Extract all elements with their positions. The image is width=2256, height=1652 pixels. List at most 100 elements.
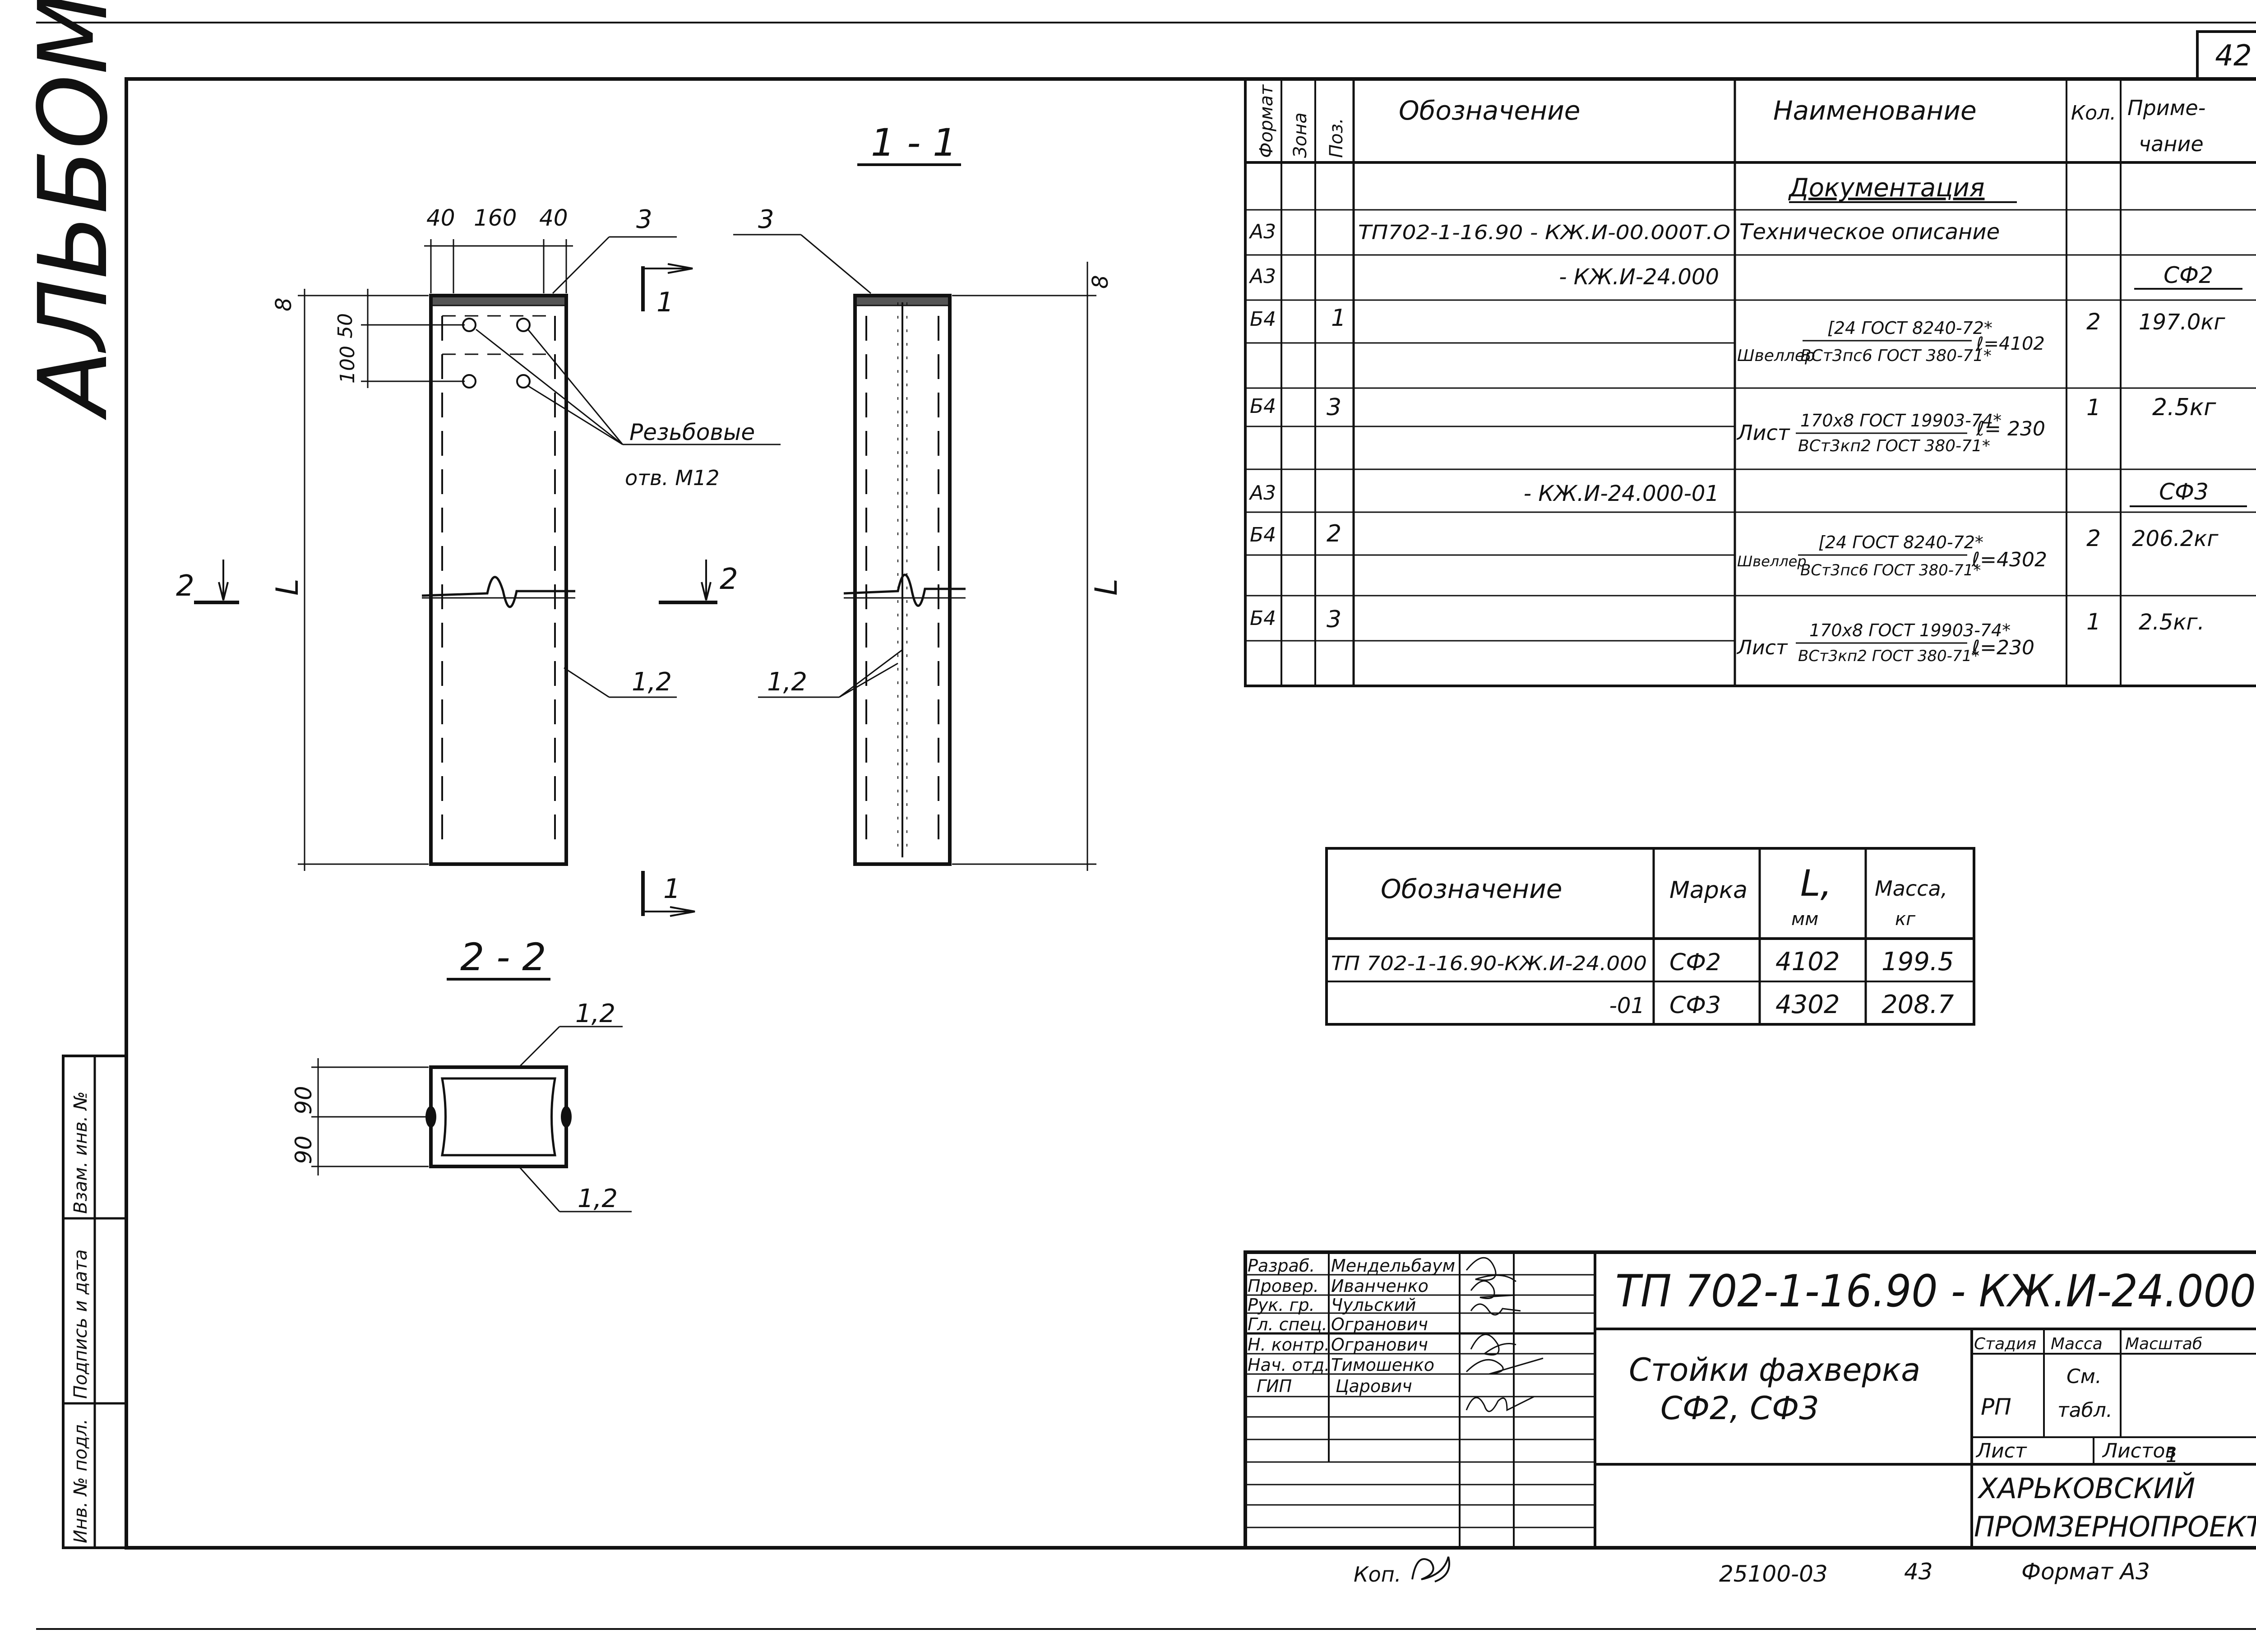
callout-plate-right: 3 (758, 205, 774, 234)
spec-header-format: Формат (1256, 84, 1277, 158)
copied-label: Коп. (1354, 1562, 1401, 1587)
spec-row-name-bottom: ВСт3кп2 ГОСТ 380-71* (1798, 437, 1990, 455)
spec-row-format: Б4 (1250, 523, 1276, 546)
sheets-label: Листов (2102, 1439, 2177, 1462)
spec-row-name-bottom: ВСт3пс6 ГОСТ 380-71* (1800, 347, 1992, 365)
spec-header-designation: Обозначение (1399, 95, 1580, 126)
scale-label: Масштаб (2125, 1335, 2202, 1353)
callout-channel-front: 1,2 (632, 667, 672, 697)
mark-row-length: 4102 (1775, 947, 1840, 976)
section-2-2-title: 2 - 2 (460, 935, 546, 979)
role-label: Н. контр. (1248, 1335, 1330, 1355)
spec-row-name-length: ℓ=4302 (1971, 548, 2047, 571)
role-name: Огранович (1331, 1335, 1428, 1355)
role-name: Чульский (1331, 1295, 1416, 1315)
mark-header-mass-unit: кг (1895, 909, 1916, 930)
threaded-holes-size: отв. М12 (625, 466, 720, 490)
stamp-inv-podl: Инв. № подл. (70, 1419, 91, 1543)
spec-row-name-label: Лист (1736, 421, 1790, 445)
sheet-number: 42 (2215, 39, 2251, 73)
spec-row-note: СФ3 (2159, 479, 2209, 505)
left-stamp: Инв. № подл. Подпись и дата Взам. инв. № (62, 1055, 128, 1549)
mass-value-2: табл. (2057, 1399, 2113, 1422)
role-name: Огранович (1331, 1314, 1428, 1334)
role-label: Разраб. (1248, 1256, 1315, 1276)
dim-length-right: L (1089, 578, 1124, 596)
stamp-signature-date: Подпись и дата (70, 1249, 91, 1399)
spec-row-qty: 2 (2086, 309, 2101, 335)
spec-row-qty: 1 (2086, 394, 2101, 421)
spec-row-note: 197.0кг (2139, 310, 2225, 335)
dim-side-50: 50 (334, 313, 357, 338)
dim-side-100: 100 (336, 346, 359, 384)
spec-row-format: Б4 (1250, 395, 1276, 418)
page-number: 43 (1904, 1559, 1933, 1585)
title-block: Разраб. Мендельбаум Провер. Иванченко Ру… (1244, 1250, 2256, 1550)
stamp-vzam-inv: Взам. инв. № (70, 1091, 91, 1214)
mass-value-1: См. (2066, 1365, 2102, 1388)
cut-2-right: 2 (720, 563, 738, 596)
spec-row-format: А3 (1248, 265, 1276, 288)
stage-value: РП (1981, 1394, 2011, 1420)
section-1-1-view: 1 - 1 8 L 3 1,2 (733, 120, 1124, 871)
spec-row-note: СФ2 (2164, 262, 2213, 288)
spec-row-designation: - КЖ.И-24.000 (1559, 264, 1719, 290)
spec-row-name-label: Швеллер (1737, 347, 1815, 365)
role-name: Царович (1336, 1376, 1412, 1396)
mark-header-mass: Масса, (1875, 876, 1947, 901)
spec-header-qty: Кол. (2071, 102, 2116, 125)
mark-row-mark: СФ2 (1669, 949, 1721, 976)
spec-row-format: Б4 (1250, 607, 1276, 630)
spec-row-name-label: Лист (1736, 636, 1788, 659)
spec-row-format: Б4 (1250, 308, 1276, 331)
role-label: Нач. отд. (1248, 1355, 1330, 1375)
spec-row-pos: 1 (1331, 305, 1346, 332)
spec-table: Формат Зона Поз. Обозначение Наименовани… (1244, 78, 2256, 687)
spec-row-pos: 3 (1327, 394, 1341, 421)
spec-header-zone: Зона (1290, 112, 1311, 158)
sheet-frame (125, 77, 2256, 1550)
callout-2-2-bottom: 1,2 (578, 1184, 618, 1213)
spec-header-name: Наименование (1773, 95, 1977, 126)
spec-row-format: А3 (1248, 220, 1276, 243)
spec-row-note: 2.5кг (2152, 394, 2216, 421)
spec-row-designation: - КЖ.И-24.000-01 (1524, 481, 1719, 506)
spec-row-name-length: ℓ=4102 (1976, 333, 2045, 354)
mass-label: Масса (2051, 1335, 2103, 1353)
mark-row-mass: 208.7 (1882, 990, 1954, 1019)
role-name: Мендельбаум (1331, 1256, 1455, 1276)
mark-header-mark: Марка (1669, 877, 1747, 904)
drawing-title-2: СФ2, СФ3 (1660, 1390, 1819, 1427)
spec-row-name-top: [24 ГОСТ 8240-72* (1827, 318, 1992, 338)
dim-2-2-bottom: 90 (291, 1135, 317, 1164)
dim-side-8: 8 (271, 297, 296, 311)
mark-table: Обозначение Марка L, мм Масса, кг ТП 702… (1325, 847, 1975, 1026)
dim-top-160: 160 (474, 205, 517, 231)
role-label: ГИП (1257, 1376, 1292, 1396)
signatures (1465, 1257, 1544, 1412)
mark-header-length: L, (1800, 862, 1832, 904)
dim-length-left: L (270, 578, 305, 596)
role-label: Провер. (1248, 1276, 1319, 1296)
stage-label: Стадия (1974, 1335, 2036, 1353)
callout-plate-left: 3 (636, 205, 652, 234)
format-label: Формат А3 (2021, 1559, 2150, 1585)
sheet-label: Лист (1975, 1439, 2027, 1462)
drawing-code: ТП 702-1-16.90 - КЖ.И-24.000 (1615, 1266, 2256, 1317)
callout-channel-section: 1,2 (767, 667, 807, 697)
section-cut-marks: 1 1 2 2 (176, 263, 738, 917)
order-number: 25100-03 (1719, 1561, 1828, 1587)
spec-row-format: А3 (1248, 481, 1276, 504)
section-1-1-title: 1 - 1 (871, 120, 957, 165)
section-2-2-view: 2 - 2 90 90 1,2 1,2 (291, 935, 632, 1213)
dim-top-40-left: 40 (426, 205, 455, 231)
mark-header-designation: Обозначение (1381, 874, 1562, 904)
spec-row-pos: 3 (1327, 606, 1341, 633)
dim-top-40-right: 40 (539, 205, 568, 231)
mark-header-length-unit: мм (1791, 909, 1818, 930)
spec-row-name-top: [24 ГОСТ 8240-72* (1818, 532, 1983, 552)
role-label: Рук. гр. (1248, 1295, 1315, 1315)
mark-row-designation: -01 (1609, 993, 1645, 1018)
spec-row-name-bottom: ВСт3пс6 ГОСТ 380-71* (1800, 561, 1981, 579)
